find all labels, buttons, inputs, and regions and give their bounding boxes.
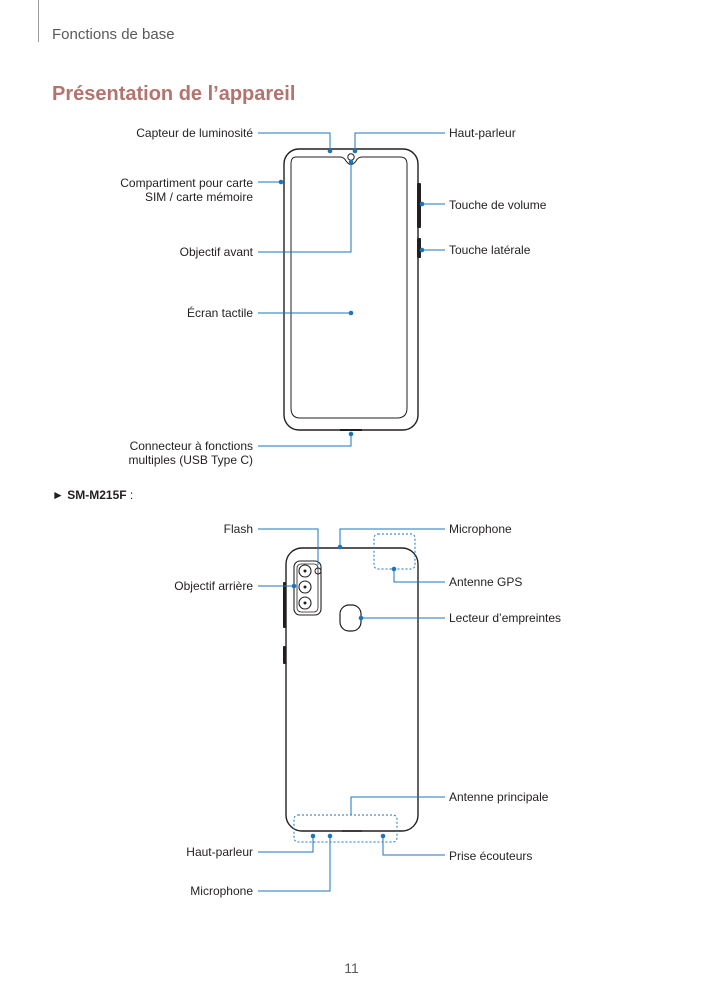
callout-top-mic	[339, 528, 445, 547]
callout-front-speaker	[354, 132, 445, 151]
main-antenna-area	[293, 814, 398, 843]
front-callout-dots	[278, 148, 425, 437]
label-usb-line1: Connecteur à fonctions	[129, 439, 253, 453]
callout-light-sensor	[258, 132, 331, 151]
callout-headphone-jack	[382, 836, 445, 856]
rear-camera-module-inner	[296, 563, 319, 613]
front-callouts	[258, 132, 445, 447]
label-sim-tray-line1: Compartiment pour carte	[120, 176, 253, 190]
label-front-speaker: Haut-parleur	[449, 126, 516, 140]
callout-gps-antenna	[393, 569, 445, 583]
front-camera-notch	[347, 153, 355, 161]
fingerprint-sensor	[339, 604, 362, 632]
label-fingerprint: Lecteur d’empreintes	[449, 611, 562, 625]
side-key	[417, 238, 421, 258]
callout-main-antenna	[350, 796, 445, 815]
section-header: Fonctions de base	[52, 26, 175, 43]
label-volume-key: Touche de volume	[449, 198, 547, 212]
back-callout-dots	[291, 544, 397, 839]
back-phone-illustration	[283, 547, 419, 832]
gps-antenna-area	[373, 533, 416, 570]
model-suffix: :	[126, 488, 134, 502]
rear-camera-module	[293, 560, 322, 616]
page-number: 11	[344, 960, 359, 976]
rear-lens-2	[298, 580, 312, 594]
label-bottom-mic: Microphone	[190, 884, 253, 898]
front-phone-illustration	[283, 148, 421, 431]
label-side-key: Touche latérale	[449, 243, 531, 257]
callout-usb-connector	[258, 434, 352, 447]
volume-key	[417, 183, 421, 228]
label-speaker: Haut-parleur	[186, 845, 253, 859]
callout-bottom-mic	[258, 836, 331, 892]
label-sim-tray-line2: SIM / carte mémoire	[144, 190, 253, 204]
rear-lens-3	[298, 596, 312, 610]
triangle-marker-icon: ►	[52, 488, 64, 502]
label-flash: Flash	[223, 522, 253, 536]
label-top-mic: Microphone	[449, 522, 512, 536]
back-callouts	[258, 528, 445, 892]
model-heading: ► SM-M215F :	[52, 488, 133, 502]
label-usb-line2: multiples (USB Type C)	[128, 453, 253, 467]
page-title: Présentation de l’appareil	[52, 83, 296, 105]
label-touchscreen: Écran tactile	[186, 306, 253, 320]
label-front-camera: Objectif avant	[179, 245, 253, 259]
label-headphone-jack: Prise écouteurs	[449, 849, 533, 863]
back-left-key-2	[283, 646, 286, 664]
callout-speaker	[258, 836, 314, 853]
antenna-areas	[293, 533, 416, 843]
rear-lens-1	[298, 564, 312, 578]
flash	[314, 567, 322, 575]
label-main-antenna: Antenne principale	[449, 790, 549, 804]
back-phone-body	[285, 547, 419, 832]
back-left-key-1	[283, 582, 286, 628]
front-screen-outline	[290, 156, 408, 419]
callout-flash	[258, 528, 319, 565]
label-gps-antenna: Antenne GPS	[449, 575, 523, 589]
page-margin-bar	[38, 0, 39, 42]
label-light-sensor: Capteur de luminosité	[136, 126, 253, 140]
usb-port	[340, 429, 362, 431]
callout-front-camera	[258, 162, 352, 253]
model-name: SM-M215F	[67, 488, 127, 502]
label-rear-camera: Objectif arrière	[174, 579, 253, 593]
